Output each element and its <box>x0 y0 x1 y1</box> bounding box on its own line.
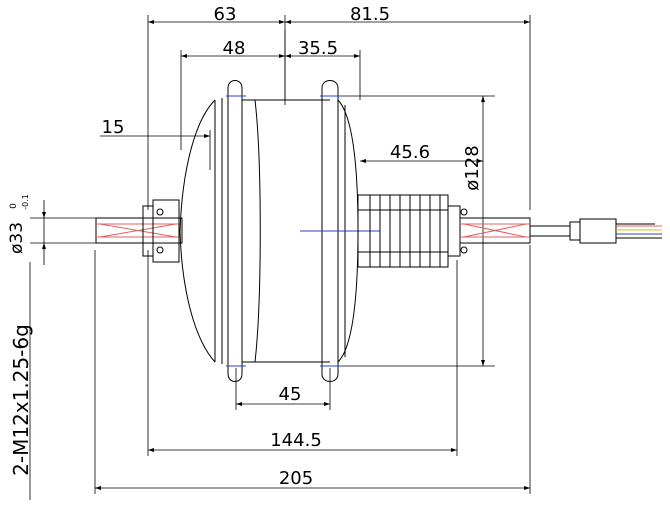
dim-81-5: 81.5 <box>350 4 390 25</box>
dim-63: 63 <box>214 4 237 25</box>
dim-45-6: 45.6 <box>390 142 430 163</box>
dim-205: 205 <box>279 468 313 489</box>
left-axle <box>95 199 183 263</box>
dim-33-tol-upper: 0 <box>9 203 19 209</box>
cable-connector <box>530 218 662 244</box>
dim-33-tol-lower: -0.1 <box>21 194 30 210</box>
dim-15: 15 <box>102 117 125 138</box>
dim-33: ø33 <box>7 222 27 254</box>
motor-body <box>179 80 380 382</box>
dim-35-5: 35.5 <box>298 38 338 59</box>
dim-48: 48 <box>223 38 246 59</box>
dim-thread: 2-M12x1.25-6g <box>9 324 33 476</box>
dimension-lines <box>29 15 531 500</box>
right-axle <box>357 194 531 268</box>
dim-144-5: 144.5 <box>270 430 322 451</box>
dim-128: ø128 <box>462 145 483 190</box>
arrow-ticks <box>42 20 530 490</box>
dimension-labels: 63 81.5 48 35.5 15 45.6 ø128 ø33 0 -0.1 … <box>7 4 483 489</box>
dim-45: 45 <box>279 384 302 405</box>
